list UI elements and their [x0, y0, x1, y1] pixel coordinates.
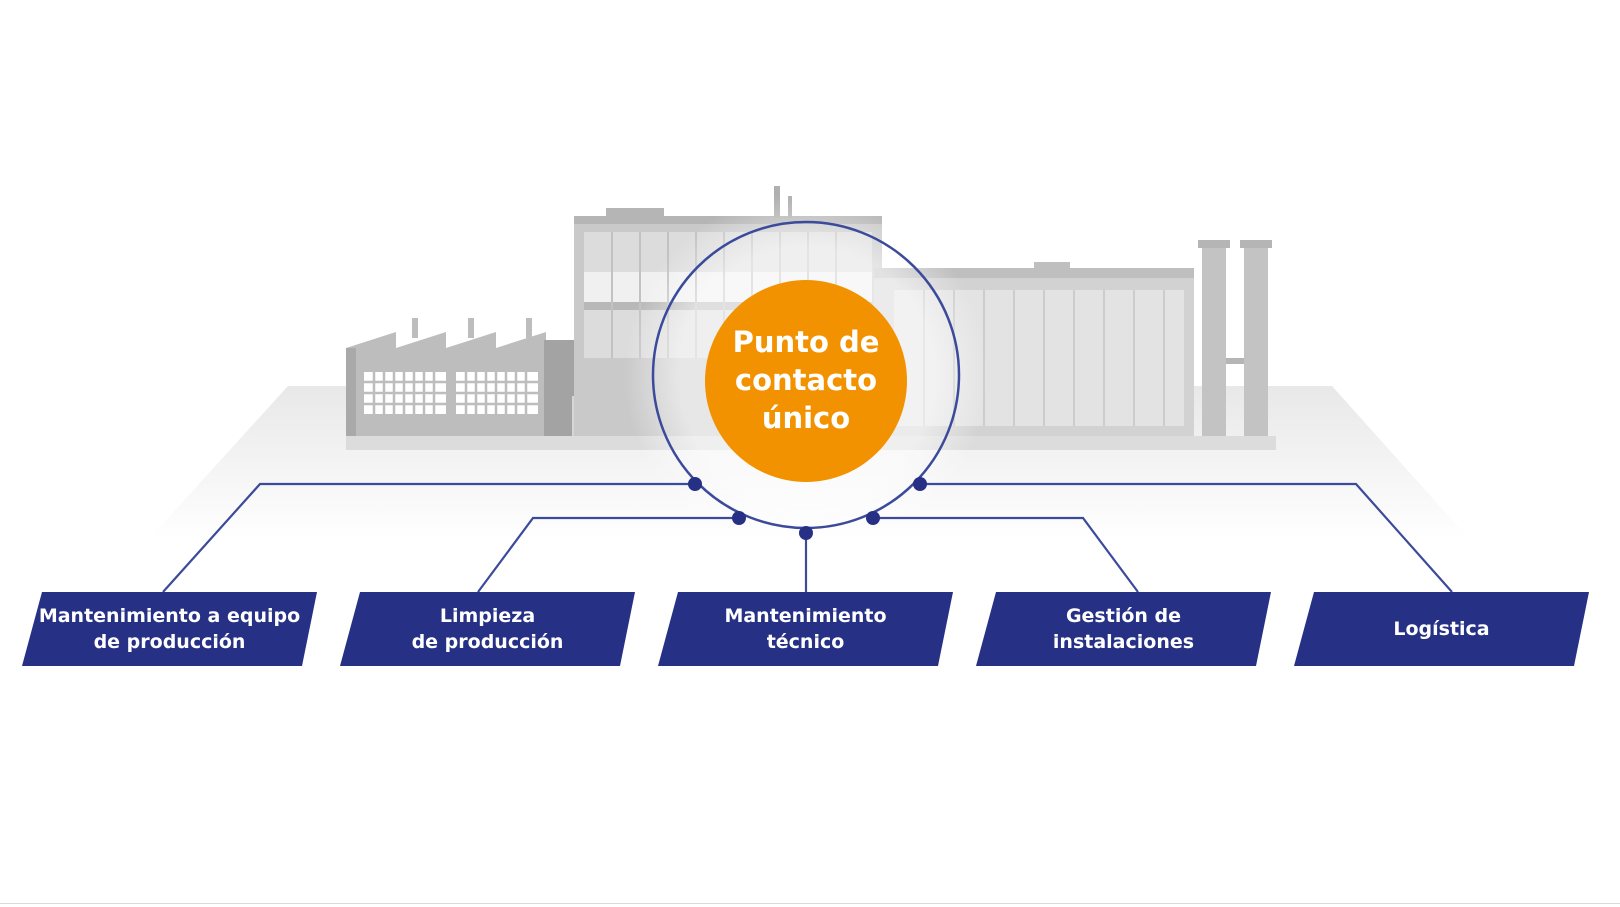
- service-label-line: Gestión de: [1065, 605, 1182, 627]
- connector-service-4: [873, 516, 1139, 593]
- service-label-line: Logística: [1393, 618, 1490, 640]
- connection-dot: [799, 526, 813, 540]
- connection-dot: [688, 477, 702, 491]
- service-label-production-equipment-maintenance: Mantenimiento a equipo de producción: [32, 592, 307, 666]
- service-label-line: Mantenimiento a equipo: [38, 605, 301, 627]
- hub-title: Punto de contacto único: [706, 280, 906, 480]
- connection-dot: [866, 511, 880, 525]
- connector-service-1: [162, 482, 695, 593]
- service-box-3: [658, 592, 953, 666]
- service-box-1: [22, 592, 317, 666]
- bottom-divider: [0, 903, 1620, 904]
- service-boxes: [22, 592, 1589, 666]
- service-label-logistics: Logística: [1304, 592, 1579, 666]
- window-grid-left: [364, 372, 538, 414]
- connection-dot: [913, 477, 927, 491]
- connector-service-2: [477, 516, 739, 593]
- hub-title-line: único: [761, 401, 851, 435]
- sawtooth-hall: [346, 318, 576, 440]
- service-box-4: [976, 592, 1271, 666]
- hub-title-line: contacto: [734, 363, 878, 397]
- chimneys: [1198, 240, 1272, 440]
- connection-dots: [688, 477, 927, 540]
- hub-title-line: Punto de: [732, 325, 880, 359]
- service-label-line: técnico: [766, 631, 845, 653]
- service-box-5: [1294, 592, 1589, 666]
- connector-service-5: [920, 482, 1453, 593]
- hub-circle: [705, 280, 907, 482]
- service-label-line: Limpieza: [439, 605, 536, 627]
- service-box-2: [340, 592, 635, 666]
- service-label-line: de producción: [411, 631, 564, 653]
- connection-dot: [732, 511, 746, 525]
- service-label-technical-maintenance: Mantenimiento técnico: [668, 592, 943, 666]
- service-label-line: de producción: [93, 631, 246, 653]
- service-label-line: instalaciones: [1052, 631, 1195, 653]
- service-label-production-cleaning: Limpieza de producción: [350, 592, 625, 666]
- service-label-facility-management: Gestión de instalaciones: [986, 592, 1261, 666]
- connectors: [162, 482, 1453, 593]
- service-label-line: Mantenimiento: [724, 605, 887, 627]
